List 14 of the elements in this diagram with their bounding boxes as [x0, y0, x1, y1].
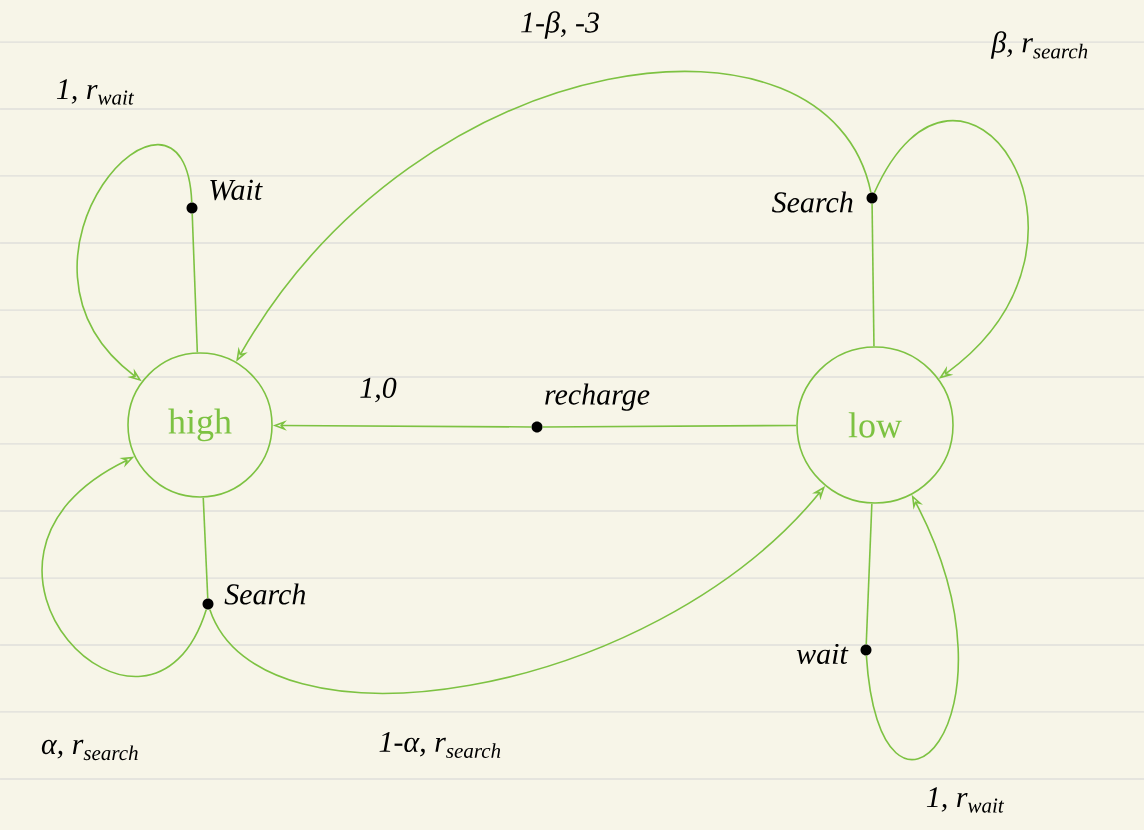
action-label: Wait — [210, 179, 263, 201]
edge-label: 1, r$_{wait}$ — [56, 79, 135, 105]
edge-label: 1,0 — [360, 377, 397, 403]
edge-label: 1-β, -3 — [521, 11, 599, 39]
action-label: wait — [796, 643, 849, 665]
edge-label: 1, r$_{wait}$ — [926, 787, 1005, 813]
edge-label: α, r$_{search}$ — [41, 739, 138, 761]
action-label: Search — [224, 583, 306, 605]
action-label: recharge — [545, 383, 650, 411]
action-label: Search — [771, 191, 853, 213]
arrow — [873, 120, 1029, 379]
edge-label: 1-α, r$_{search}$ — [379, 731, 501, 758]
arrow — [42, 456, 208, 678]
edge-label: β, r$_{search}$ — [990, 31, 1088, 59]
